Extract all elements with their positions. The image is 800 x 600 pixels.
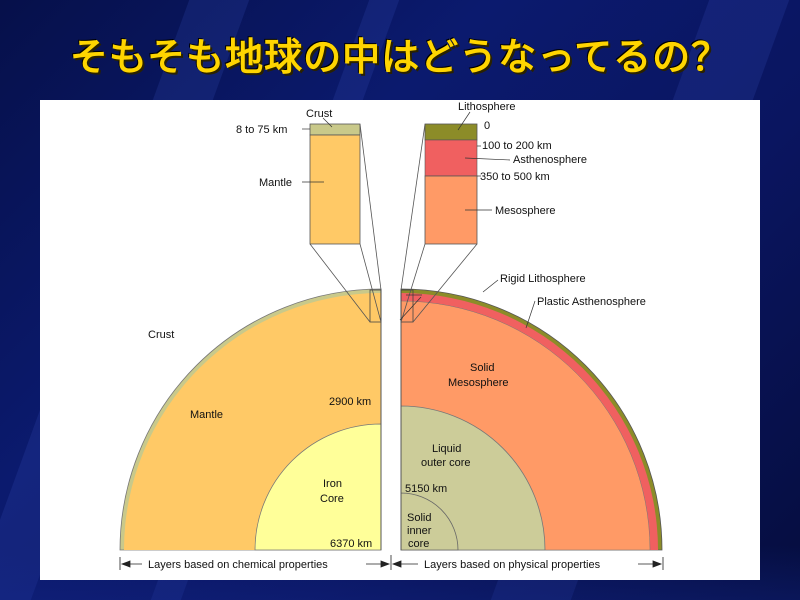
label-depth-350-500: 350 to 500 km [480,171,550,183]
label-solid-inner: Solid [407,512,431,524]
label-mesosphere: Mesosphere [448,377,509,389]
footer-physical: Layers based on physical properties [424,559,601,571]
zoom-crust-band [309,123,361,136]
label-zoom-crust: Crust [306,108,332,120]
label-depth-6370: 6370 km [330,538,372,550]
earth-layers-diagram: Crust 8 to 75 km Mantle Lithosphere 0 10… [119,101,664,571]
iron-core-layer [254,423,382,551]
label-rigid-lithosphere: Rigid Lithosphere [500,273,586,285]
zoom-box-left [369,289,382,323]
label-zoom-mantle: Mantle [259,177,292,189]
label-core: Core [320,493,344,505]
label-crust: Crust [148,329,174,341]
label-outer-core: outer core [421,457,471,469]
slide-title: そもそも地球の中はどうなってるの？ [69,35,731,79]
zoom-mantle-band [309,134,361,245]
label-plastic-asthenosphere: Plastic Asthenosphere [537,296,646,308]
earth-layers-figure: Crust 8 to 75 km Mantle Lithosphere 0 10… [40,100,760,580]
label-zoom-asthenosphere: Asthenosphere [513,154,587,166]
footer-chemical: Layers based on chemical properties [148,559,328,571]
label-depth-5150: 5150 km [405,483,447,495]
label-core-inner: core [408,538,429,550]
label-liquid: Liquid [432,443,461,455]
label-mantle: Mantle [190,409,223,421]
label-zoom-lithosphere: Lithosphere [458,101,516,113]
label-depth-2900: 2900 km [329,396,371,408]
label-crust-depth: 8 to 75 km [236,124,287,136]
label-solid: Solid [470,362,494,374]
label-depth-100-200: 100 to 200 km [482,140,552,152]
label-inner: inner [407,525,432,537]
label-iron: Iron [323,478,342,490]
inner-core-layer [400,492,459,551]
zoom-lithosphere-band [424,123,478,141]
label-zoom-mesosphere: Mesosphere [495,205,556,217]
label-depth-zero: 0 [484,120,490,132]
